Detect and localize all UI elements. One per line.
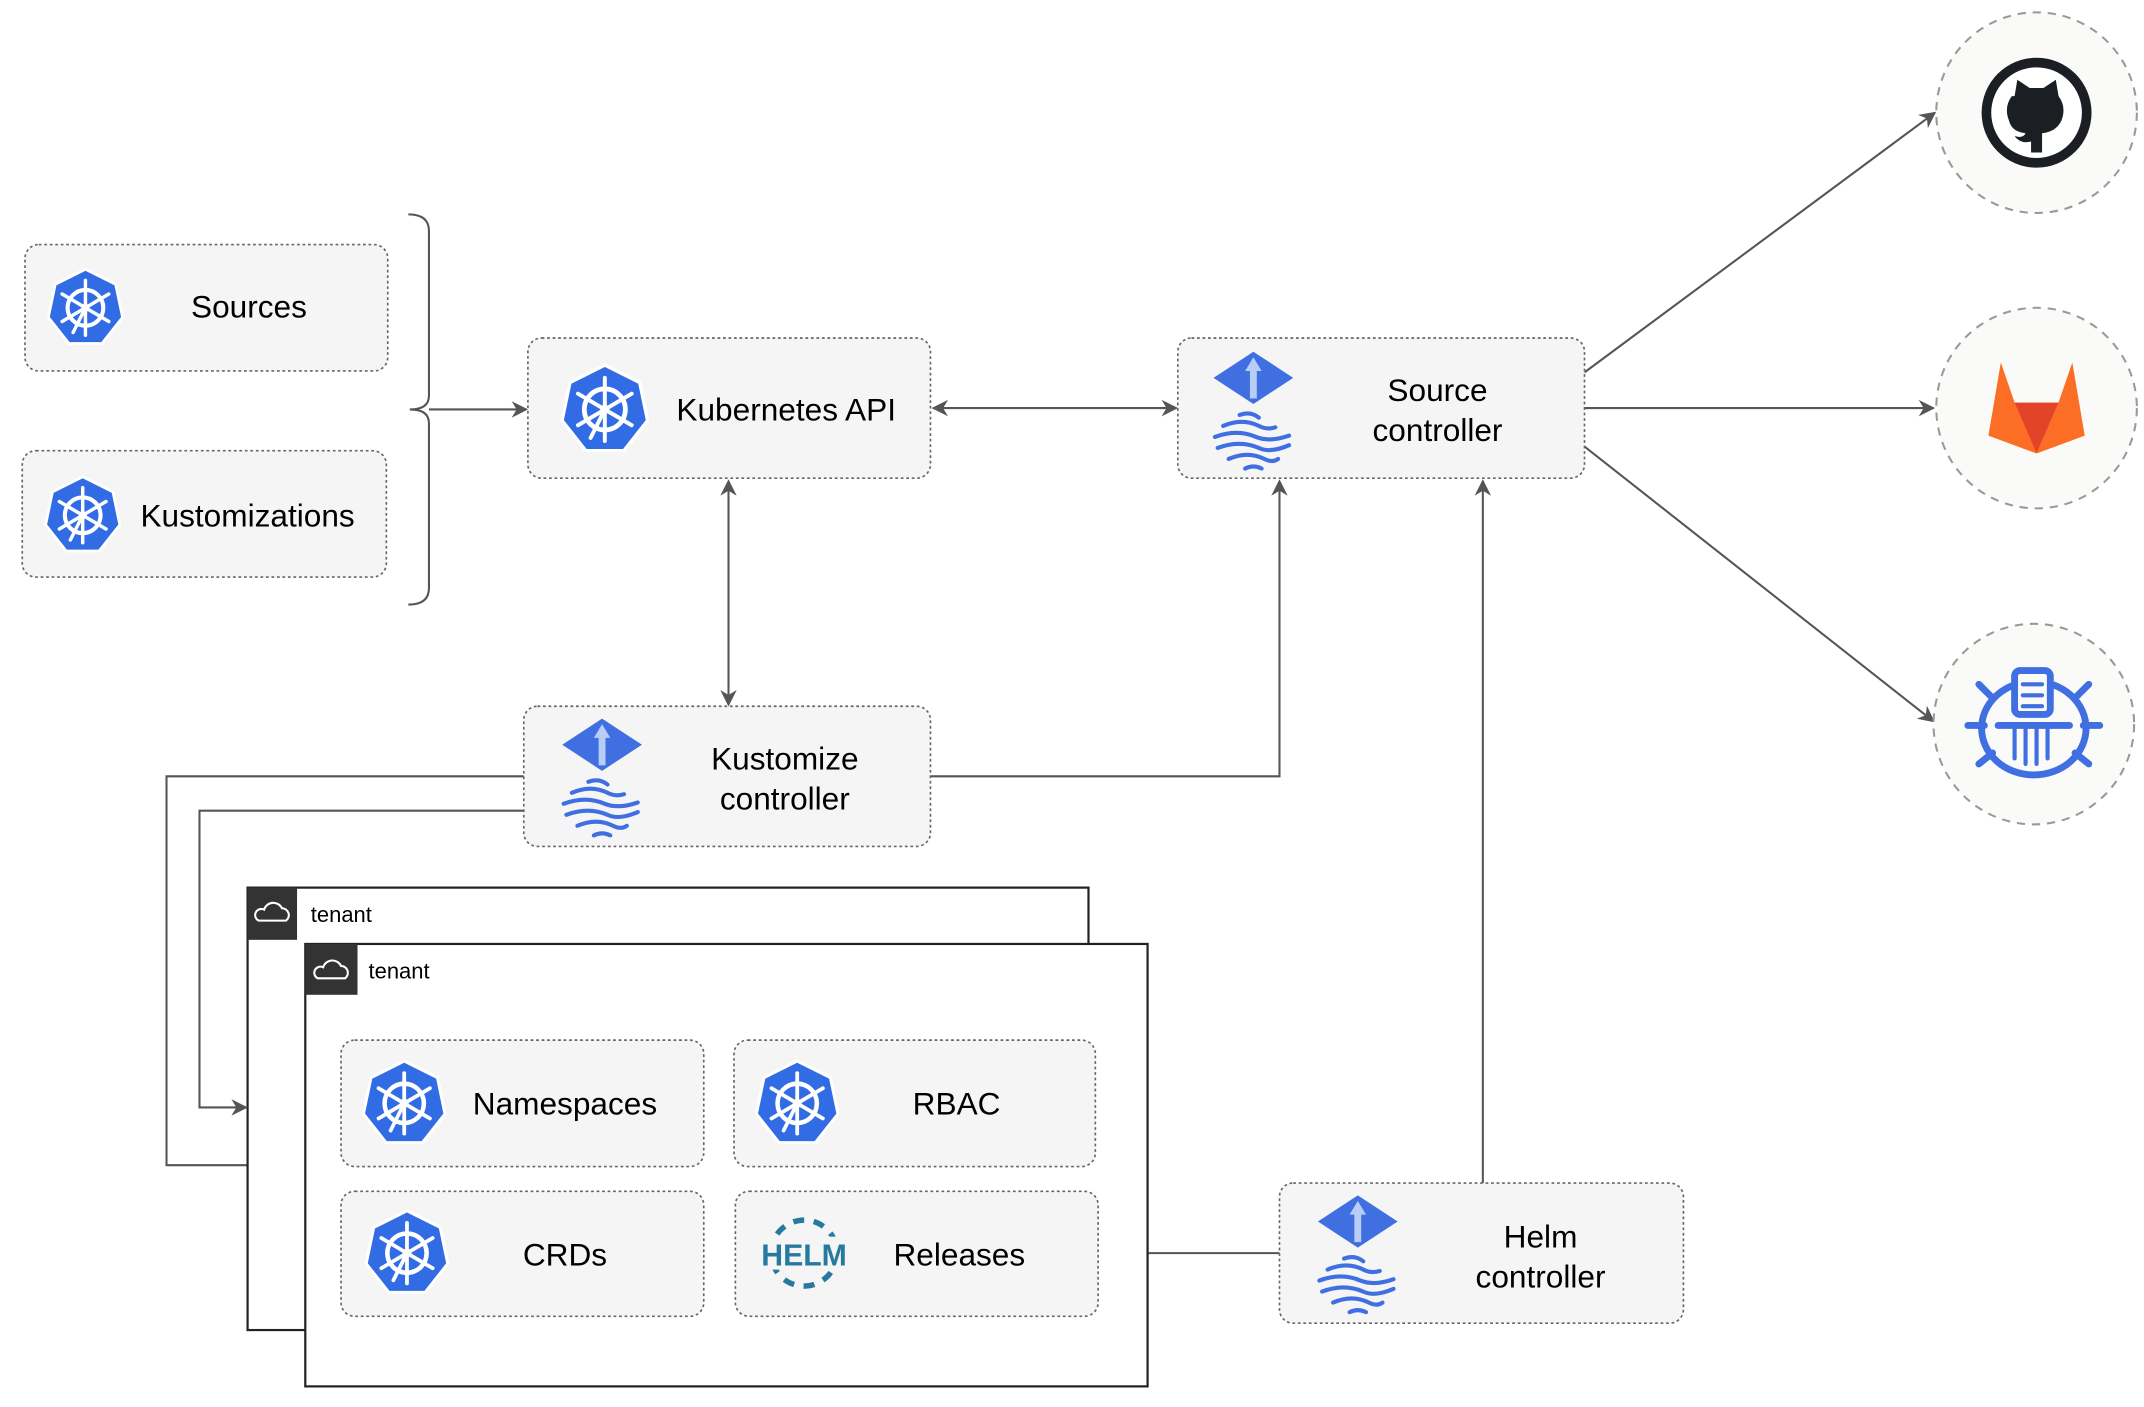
node-label: Namespaces (473, 1085, 657, 1121)
node-label: Kustomizations (140, 497, 354, 533)
cloud-icon (254, 901, 290, 922)
node-kustomize-controller[interactable]: Kustomize controller (522, 705, 932, 848)
gitlab-node[interactable] (1935, 306, 2138, 510)
node-sources[interactable]: Sources (24, 243, 389, 372)
bucket-icon (1964, 667, 2104, 779)
node-releases[interactable]: HELM Releases (734, 1190, 1099, 1318)
node-namespaces[interactable]: Namespaces (340, 1039, 705, 1168)
edge-kustomize-to-tenant-front (165, 775, 524, 1174)
node-label: controller (1373, 412, 1503, 448)
cloud-icon (313, 959, 349, 980)
gitlab-icon (1988, 362, 2085, 454)
node-helm-controller[interactable]: Helm controller (1278, 1182, 1685, 1325)
node-label: Helm (1504, 1219, 1578, 1255)
svg-text:HELM: HELM (761, 1239, 847, 1272)
node-label: Source (1387, 372, 1487, 408)
node-source-controller[interactable]: Source controller (1176, 337, 1586, 479)
node-label: RBAC (913, 1085, 1001, 1121)
edge-kustomize-to-source (930, 479, 1288, 778)
node-kustomizations[interactable]: Kustomizations (21, 449, 388, 578)
node-label: controller (720, 780, 850, 816)
node-label: Releases (893, 1236, 1025, 1272)
github-icon (1981, 57, 2092, 168)
node-label: controller (1476, 1258, 1606, 1294)
edge-kustomize-to-tenant-back (198, 809, 524, 1116)
node-label: Kustomize (711, 740, 858, 776)
node-kubernetes-api[interactable]: Kubernetes API (527, 337, 932, 479)
brace-edge (408, 213, 430, 606)
helm-icon: HELM (757, 1217, 851, 1289)
edge-source-to-bucket (1583, 445, 1935, 723)
github-node[interactable] (1935, 11, 2138, 215)
edge-source-to-github (1583, 111, 1937, 374)
node-label: Kubernetes API (676, 391, 896, 427)
node-label: CRDs (523, 1236, 607, 1272)
bucket-node[interactable] (1932, 622, 2136, 826)
tenant-label: tenant (311, 902, 372, 927)
node-label: Sources (191, 288, 307, 324)
tenant-label: tenant (369, 958, 430, 983)
node-rbac[interactable]: RBAC (733, 1039, 1097, 1168)
node-crds[interactable]: CRDs (340, 1190, 705, 1318)
